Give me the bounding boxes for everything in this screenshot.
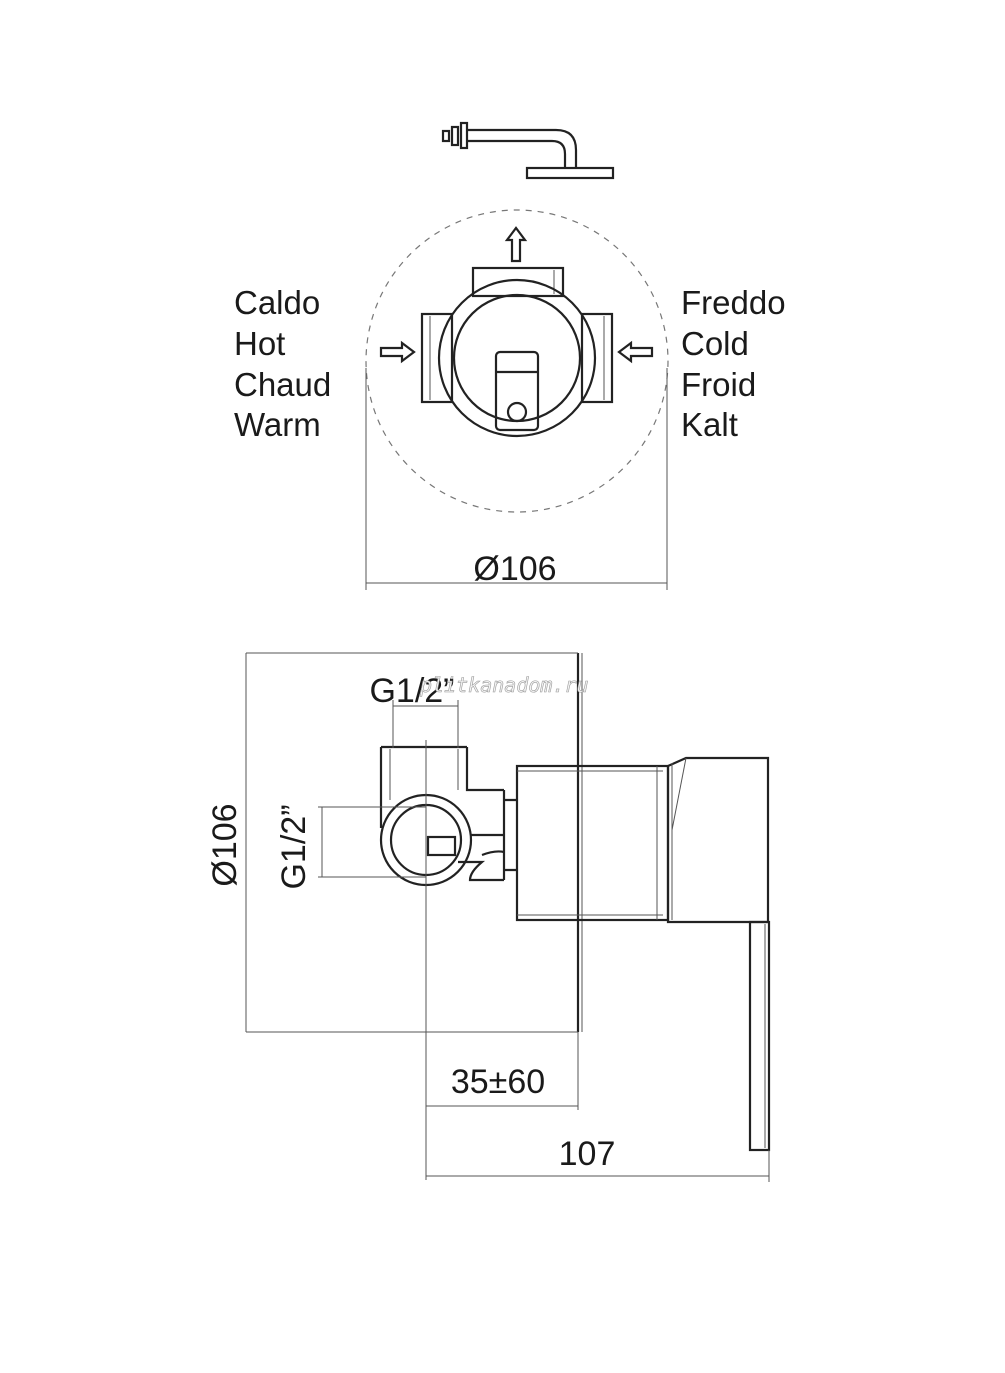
top-view: [365, 209, 669, 513]
depth-range-dimension: [426, 1032, 579, 1110]
overall-depth-dimension: [426, 1150, 770, 1182]
cold-inlet-arrow-icon: [617, 340, 654, 364]
watermark: plitkanadom.ru: [419, 673, 589, 697]
thread-vertical-label: G1/2”: [275, 804, 313, 889]
cold-label-de: Kalt: [681, 406, 738, 443]
cold-label-fr: Froid: [681, 366, 756, 403]
side-diameter-label: Ø106: [206, 803, 244, 886]
depth-range-label: 35±60: [451, 1063, 545, 1101]
top-diameter-dimension: [365, 368, 668, 590]
thread-vertical-dimension: [318, 806, 426, 878]
hot-label-fr: Chaud: [234, 366, 331, 403]
overall-depth-label: 107: [559, 1135, 616, 1173]
hot-label-it: Caldo: [234, 284, 320, 321]
hot-label-en: Hot: [234, 325, 285, 362]
thread-horizontal-label: G1/2”: [369, 672, 454, 710]
hot-inlet-arrow-icon: [379, 340, 416, 364]
outlet-arrow-icon: [504, 226, 528, 263]
hot-label-de: Warm: [234, 406, 321, 443]
cold-label-it: Freddo: [681, 284, 786, 321]
cold-label-en: Cold: [681, 325, 749, 362]
cover-plate-outline: [365, 209, 669, 513]
shower-head-icon: [441, 121, 615, 180]
top-diameter-label: Ø106: [473, 550, 556, 588]
thread-horizontal-dimension: [392, 700, 459, 748]
side-view: [379, 653, 771, 1152]
side-diameter-dimension: [245, 652, 578, 1033]
